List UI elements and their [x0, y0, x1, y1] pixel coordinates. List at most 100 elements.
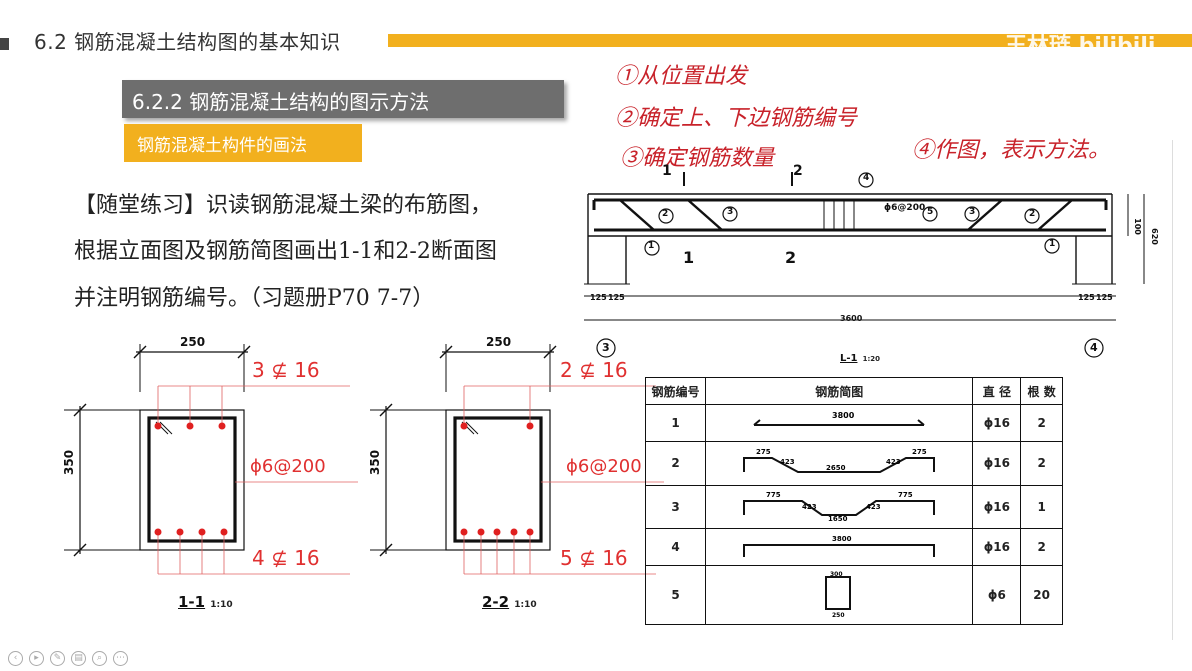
subsection-box [124, 124, 362, 162]
row-5-sketch: 300 250 [704, 565, 974, 625]
exercise-line-1: 【随堂练习】识读钢筋混凝土梁的布筋图， [74, 193, 493, 218]
elevation-stirrup-note: ϕ6@200 [884, 203, 926, 213]
bar-mark-2-right: 2 [1029, 209, 1036, 219]
slide-title: 6.2 钢筋混凝土结构图的基本知识 [34, 30, 341, 54]
watermark: 王林琏 bilibili [1005, 34, 1156, 59]
section-2-2-bottom-bars: 5 ⊈ 16 [560, 546, 628, 570]
rebar-dot [186, 422, 194, 430]
height-dim-100: 100 [1132, 218, 1142, 235]
section-1-1-width-dim: 250 [180, 335, 206, 349]
play-icon[interactable]: ▸ [29, 651, 44, 666]
bar-mark-1-left: 1 [648, 241, 655, 251]
prev-icon[interactable]: ‹ [8, 651, 23, 666]
svg-text:775: 775 [898, 491, 913, 499]
more-icon[interactable]: ⋯ [113, 651, 128, 666]
page-edge-line [1172, 140, 1173, 640]
rebar-dot [198, 528, 206, 536]
section-heading: 6.2.2 钢筋混凝土结构的图示方法 [132, 90, 430, 114]
exercise-line-3: 并注明钢筋编号。（习题册P70 7-7） [74, 286, 435, 311]
svg-text:1650: 1650 [828, 515, 848, 523]
row-2-count: 2 [1020, 441, 1063, 486]
right-support-dim-1: 125 [1078, 293, 1095, 302]
right-support-dim-2: 125 [1096, 293, 1113, 302]
rebar-dot [176, 528, 184, 536]
row-3-no: 3 [645, 484, 706, 530]
elevation-label: L-1 [840, 353, 858, 364]
section-1-1-drawing [64, 344, 358, 575]
title-rule [388, 34, 1192, 47]
left-support-dim-2: 125 [608, 293, 625, 302]
pen-icon[interactable]: ✎ [50, 651, 65, 666]
row-2-dia: ϕ16 [972, 441, 1022, 486]
svg-text:250: 250 [832, 612, 845, 619]
svg-text:275: 275 [912, 448, 927, 456]
rebar-dot [220, 528, 228, 536]
section-1-1-stirrup: ϕ6@200 [250, 456, 326, 477]
rebar-dot [460, 528, 468, 536]
cut-mark-2-bottom: 2 [785, 248, 797, 267]
section-2-2-name: 2-2 [482, 593, 510, 611]
bar-mark-2-left: 2 [662, 209, 669, 219]
handwriting-note-2: ②确定上、下边钢筋编号 [615, 106, 858, 131]
pages-icon[interactable]: ▤ [71, 651, 86, 666]
section-2-2-width-dim: 250 [486, 335, 512, 349]
rebar-dot [218, 422, 226, 430]
rebar-dot [154, 528, 162, 536]
handwriting-note-3: ③确定钢筋数量 [620, 146, 775, 171]
section-2-2-stirrup: ϕ6@200 [566, 456, 642, 477]
header-diameter: 直 径 [972, 377, 1022, 405]
section-1-1-top-bars: 3 ⊈ 16 [252, 358, 320, 382]
section-2-2-top-bars: 2 ⊈ 16 [560, 358, 628, 382]
exercise-line-2: 根据立面图及钢筋简图画出1-1和2-2断面图 [74, 239, 497, 264]
svg-text:300: 300 [830, 571, 843, 578]
section-heading-box [122, 80, 564, 118]
rebar-dot [526, 528, 534, 536]
header-sketch: 钢筋简图 [704, 377, 974, 405]
svg-text:423: 423 [886, 458, 901, 466]
row-3-count: 1 [1020, 484, 1063, 530]
cut-mark-1-bottom: 1 [683, 248, 695, 267]
row-2-no: 2 [645, 441, 706, 486]
rebar-dot [510, 528, 518, 536]
row-1-no: 1 [645, 403, 706, 443]
svg-text:2650: 2650 [826, 464, 846, 472]
table-header-row: 钢筋编号 钢筋简图 直 径 根 数 [645, 377, 1063, 405]
rebar-dot [460, 422, 468, 430]
row-5-count: 20 [1020, 565, 1063, 625]
table-row: 1 3800 ϕ16 2 [645, 403, 1063, 443]
bar-mark-3-right: 3 [969, 207, 976, 217]
zoom-icon[interactable]: ⌕ [92, 651, 107, 666]
title-bullet [0, 38, 9, 50]
row-4-sketch: 3800 [704, 528, 974, 567]
row-1-dia: ϕ16 [972, 403, 1022, 443]
left-support-dim-1: 125 [590, 293, 607, 302]
row-4-count: 2 [1020, 528, 1063, 567]
svg-text:3800: 3800 [832, 535, 852, 543]
cut-mark-2-top: 2 [793, 163, 803, 179]
subsection-heading: 钢筋混凝土构件的画法 [137, 136, 307, 156]
row-1-sketch: 3800 [704, 403, 974, 443]
row-4-no: 4 [645, 528, 706, 567]
elevation-scale: 1:20 [862, 355, 880, 363]
section-2-2-drawing [370, 344, 664, 575]
table-row: 4 3800 ϕ16 2 [645, 528, 1063, 567]
svg-text:423: 423 [802, 503, 817, 511]
handwriting-note-1: ①从位置出发 [615, 64, 748, 89]
elevation-title: L-1 1:20 [840, 346, 880, 365]
section-1-1-bottom-bars: 4 ⊈ 16 [252, 546, 320, 570]
header-bar-no: 钢筋编号 [645, 377, 706, 405]
bar-mark-5: 5 [927, 207, 934, 217]
svg-text:423: 423 [866, 503, 881, 511]
row-3-sketch: 775 423 1650 423 775 [704, 484, 974, 530]
row-3-dia: ϕ16 [972, 484, 1022, 530]
bar-mark-1-right: 1 [1049, 239, 1056, 249]
row-1-dim: 3800 [832, 411, 855, 420]
section-2-2-scale: 1:10 [514, 600, 537, 610]
section-1-1-scale: 1:10 [210, 600, 233, 610]
section-2-2-height-dim: 350 [368, 449, 382, 475]
header-count: 根 数 [1020, 377, 1063, 405]
svg-text:775: 775 [766, 491, 781, 499]
rebar-dot [477, 528, 485, 536]
